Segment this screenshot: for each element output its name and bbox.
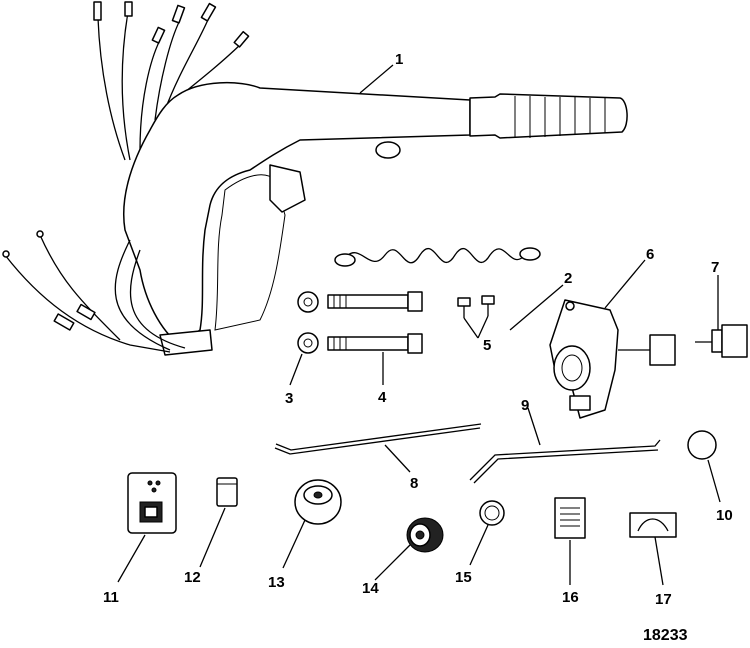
callout-16: 16 — [562, 589, 579, 606]
callout-17: 17 — [655, 591, 672, 608]
callout-15: 15 — [455, 569, 472, 586]
callout-3: 3 — [285, 390, 293, 407]
part-1-tiller-handle — [2, 1, 628, 356]
callout-2: 2 — [564, 270, 572, 287]
callout-5: 5 — [483, 337, 491, 354]
part-7-connector — [695, 324, 748, 358]
callout-12: 12 — [184, 569, 201, 586]
part-9-link-rod — [469, 439, 661, 484]
grip-ridges — [514, 96, 606, 138]
callout-14: 14 — [362, 580, 379, 597]
callout-10: 10 — [716, 507, 733, 524]
callout-4: 4 — [378, 389, 387, 406]
part-8-link-rod — [274, 423, 482, 455]
part-12-clip — [216, 477, 238, 507]
lanyard-cord — [334, 247, 541, 267]
part-5-screws — [457, 295, 495, 318]
callout-6: 6 — [646, 246, 654, 263]
part-11-key-switch-plate — [127, 472, 177, 534]
part-10-cap — [687, 430, 717, 460]
callout-9: 9 — [521, 397, 529, 414]
document-number: 18233 — [643, 627, 688, 644]
part-3-washers — [297, 291, 319, 354]
callout-13: 13 — [268, 574, 285, 591]
part-4-bolts — [327, 291, 423, 354]
callout-1: 1 — [395, 51, 403, 68]
part-6-switch-assembly — [549, 299, 676, 419]
callout-labels: 1 2 3 4 5 6 7 8 9 10 11 12 13 14 15 16 1… — [103, 51, 733, 644]
part-16-decal — [554, 497, 586, 539]
leader-lines — [117, 64, 721, 586]
callout-11: 11 — [103, 589, 119, 606]
callout-8: 8 — [410, 475, 418, 492]
part-14-bushing — [406, 517, 444, 553]
part-13-grommet — [294, 479, 342, 525]
callout-7: 7 — [711, 259, 719, 276]
part-17-decal — [629, 512, 677, 538]
part-15-o-ring — [479, 500, 505, 526]
